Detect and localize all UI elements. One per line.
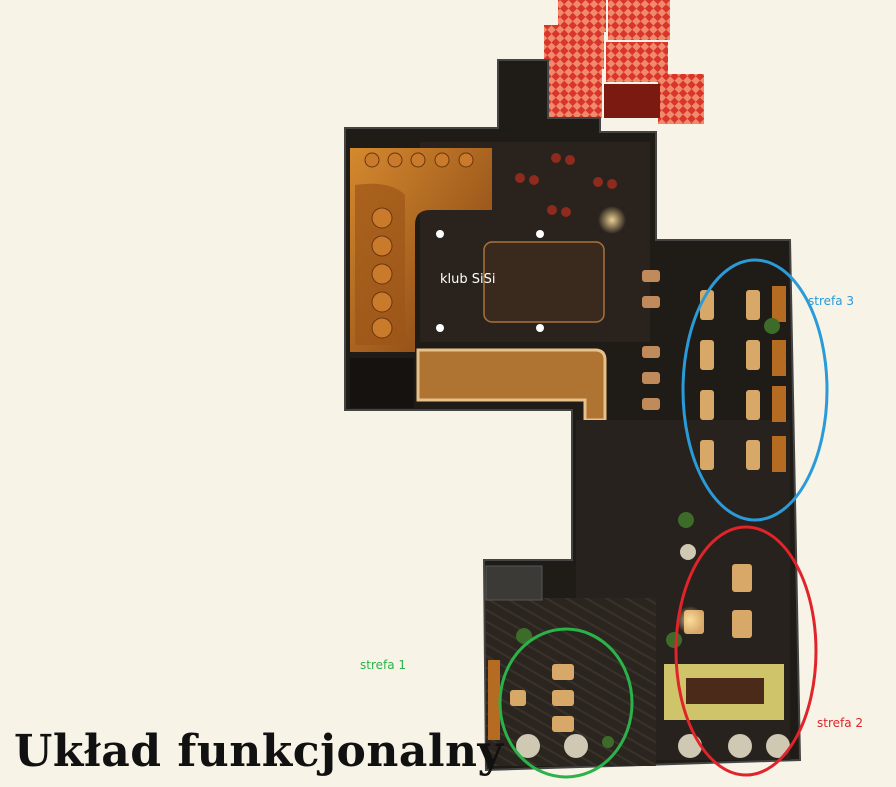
entrance-tiles [544,0,704,124]
venue-label: klub SiSi [440,272,496,287]
page-title: Układ funkcjonalny [14,726,504,777]
zone-3-outline [681,258,829,522]
zone-1-label: strefa 1 [360,658,407,672]
zone3-tables [700,286,786,472]
zone-1-outline [498,627,634,779]
zone-3-label: strefa 3 [808,294,855,308]
main-bar [416,348,607,422]
zone1-tables [488,660,588,758]
restroom [485,565,543,601]
zone-2-label: strefa 2 [817,716,864,730]
zone-2-outline [674,525,818,777]
dance-floor [483,241,605,323]
